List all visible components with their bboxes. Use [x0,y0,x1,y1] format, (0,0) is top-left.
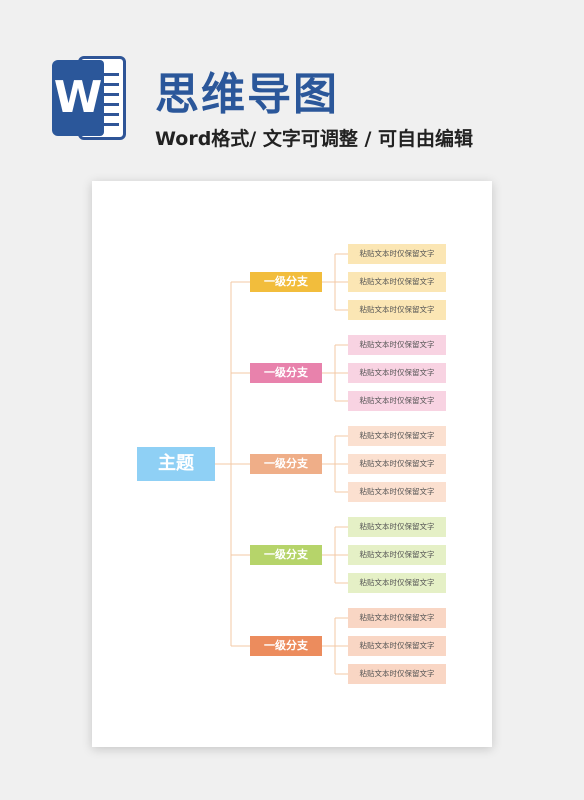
leaf-node[interactable]: 粘贴文本时仅保留文字 [348,608,446,628]
branch-node[interactable]: 一级分支 [250,454,322,474]
leaf-node[interactable]: 粘贴文本时仅保留文字 [348,300,446,320]
leaf-node[interactable]: 粘贴文本时仅保留文字 [348,664,446,684]
branch-node[interactable]: 一级分支 [250,636,322,656]
connector-lines [215,253,348,675]
leaf-node[interactable]: 粘贴文本时仅保留文字 [348,517,446,537]
leaf-node[interactable]: 粘贴文本时仅保留文字 [348,454,446,474]
leaf-node[interactable]: 粘贴文本时仅保留文字 [348,363,446,383]
word-logo-letter: W [52,60,104,136]
leaf-node[interactable]: 粘贴文本时仅保留文字 [348,335,446,355]
branch-node[interactable]: 一级分支 [250,545,322,565]
page-subtitle: Word格式/ 文字可调整 / 可自由编辑 [155,128,474,150]
leaf-node[interactable]: 粘贴文本时仅保留文字 [348,573,446,593]
document-page: 主题 一级分支粘贴文本时仅保留文字粘贴文本时仅保留文字粘贴文本时仅保留文字一级分… [92,181,492,747]
leaf-node[interactable]: 粘贴文本时仅保留文字 [348,244,446,264]
branch-node[interactable]: 一级分支 [250,272,322,292]
leaf-node[interactable]: 粘贴文本时仅保留文字 [348,426,446,446]
word-icon: W [52,52,128,144]
page-title: 思维导图 [155,69,339,120]
branch-node[interactable]: 一级分支 [250,363,322,383]
leaf-node[interactable]: 粘贴文本时仅保留文字 [348,636,446,656]
leaf-node[interactable]: 粘贴文本时仅保留文字 [348,391,446,411]
leaf-node[interactable]: 粘贴文本时仅保留文字 [348,482,446,502]
root-topic[interactable]: 主题 [137,447,215,481]
leaf-node[interactable]: 粘贴文本时仅保留文字 [348,272,446,292]
leaf-node[interactable]: 粘贴文本时仅保留文字 [348,545,446,565]
